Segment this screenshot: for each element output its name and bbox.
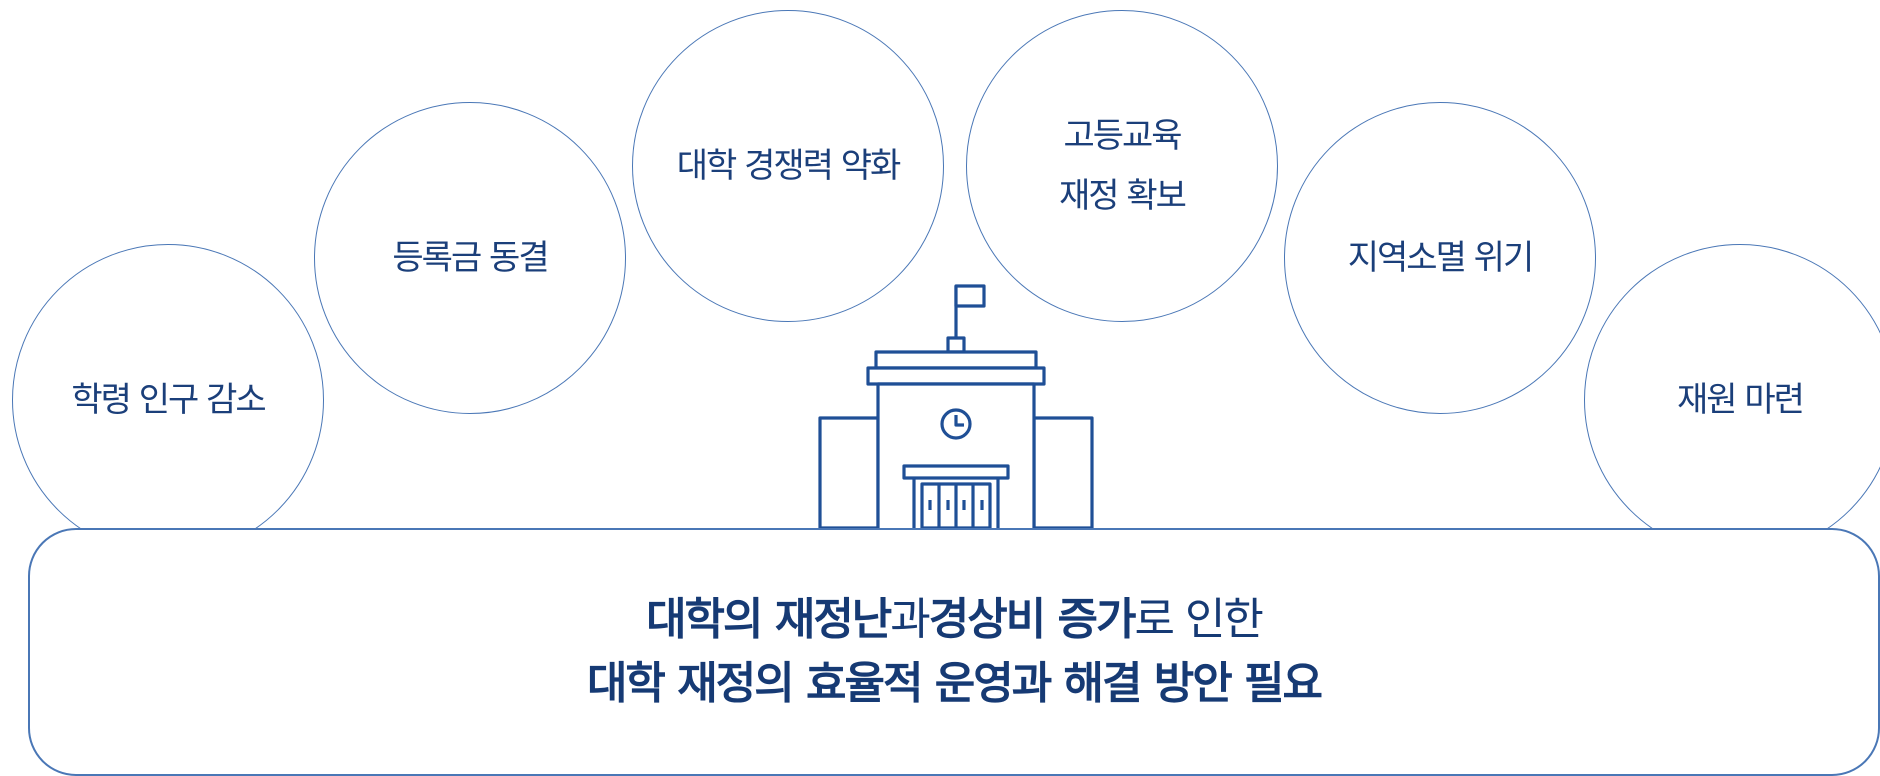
conclusion-panel: 대학의 재정난과경상비 증가로 인한 대학 재정의 효율적 운영과 해결 방안 …: [28, 528, 1880, 776]
bubble-line: 고등교육: [1063, 116, 1182, 156]
conclusion-connector: 과: [890, 594, 931, 645]
bubble-line: 재원 마련: [1677, 380, 1805, 420]
conclusion-connector: 로 인한: [1134, 594, 1263, 645]
bubble-learning-population: 학령 인구 감소: [12, 244, 324, 556]
bubble-line: 학령 인구 감소: [71, 380, 266, 420]
bubble-label: 재원 마련: [1677, 370, 1805, 430]
bubble-line: 재정 확보: [1059, 176, 1187, 216]
bubble-label: 지역소멸 위기: [1347, 228, 1534, 288]
bubble-line: 등록금 동결: [392, 238, 549, 278]
conclusion-emphasis: 대학의 재정난: [646, 594, 892, 645]
bubble-label: 고등교육 재정 확보: [1059, 106, 1187, 226]
conclusion-line-1: 대학의 재정난과경상비 증가로 인한: [646, 588, 1264, 652]
bubble-label: 등록금 동결: [392, 228, 549, 288]
university-building-icon: [818, 284, 1094, 530]
conclusion-emphasis: 경상비 증가: [928, 594, 1137, 645]
bubble-line: 지역소멸 위기: [1347, 238, 1534, 278]
bubble-competitiveness: 대학 경쟁력 약화: [632, 10, 944, 322]
conclusion-emphasis: 대학 재정의 효율적 운영과 해결 방안 필요: [586, 658, 1323, 709]
conclusion-line-2: 대학 재정의 효율적 운영과 해결 방안 필요: [586, 652, 1323, 716]
bubble-label: 대학 경쟁력 약화: [676, 136, 902, 196]
bubble-funding: 고등교육 재정 확보: [966, 10, 1278, 322]
bubble-label: 학령 인구 감소: [71, 370, 266, 430]
bubble-line: 대학 경쟁력 약화: [676, 146, 902, 186]
bubble-tuition-freeze: 등록금 동결: [314, 102, 626, 414]
bubble-resources: 재원 마련: [1584, 244, 1880, 556]
bubble-regional-extinction: 지역소멸 위기: [1284, 102, 1596, 414]
